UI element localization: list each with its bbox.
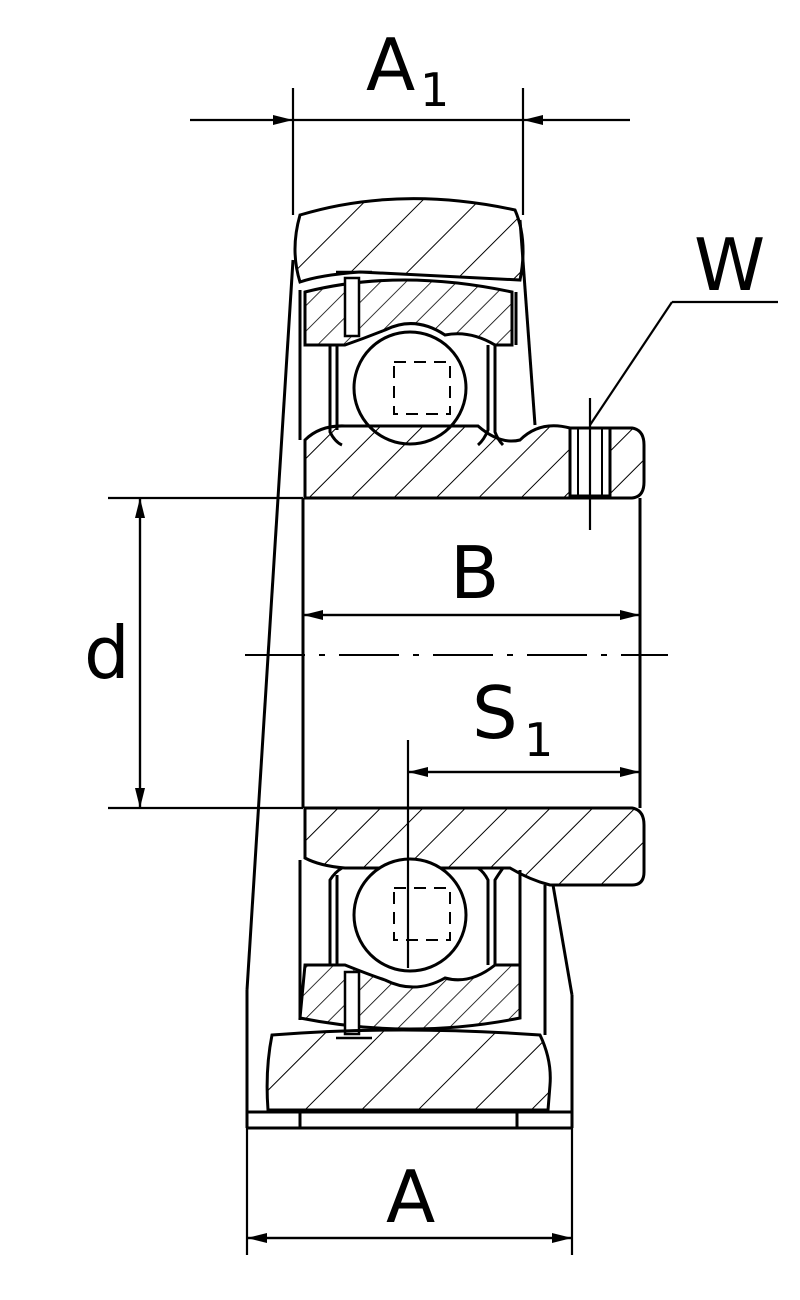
dimension-d [108,496,303,810]
label-w: W [694,223,765,307]
dimension-s1 [406,740,640,968]
outer-ring-bottom-section [298,963,522,1031]
label-b: B [450,531,499,615]
label-a1: A [366,23,415,107]
bore-outline [301,498,642,808]
dimension-a [245,1128,574,1255]
label-s1: S [472,671,518,755]
label-d: d [84,611,130,695]
dimension-w [588,300,778,530]
ball-cage-top [393,361,451,415]
inner-ring-bottom-section [303,806,646,887]
seal-bottom [328,866,505,965]
dimension-a1 [190,88,630,215]
label-a: A [386,1155,435,1239]
label-s1-subscript: 1 [524,713,553,767]
housing-top-section [293,197,525,284]
label-a1-subscript: 1 [420,63,449,117]
housing-bottom-section [265,1028,552,1112]
grub-pin-bottom [343,970,361,1036]
inner-ring-top-section [303,424,646,500]
grub-pin-top [343,276,361,338]
housing-outline [245,219,574,1130]
ball-cage-bottom [393,887,451,941]
